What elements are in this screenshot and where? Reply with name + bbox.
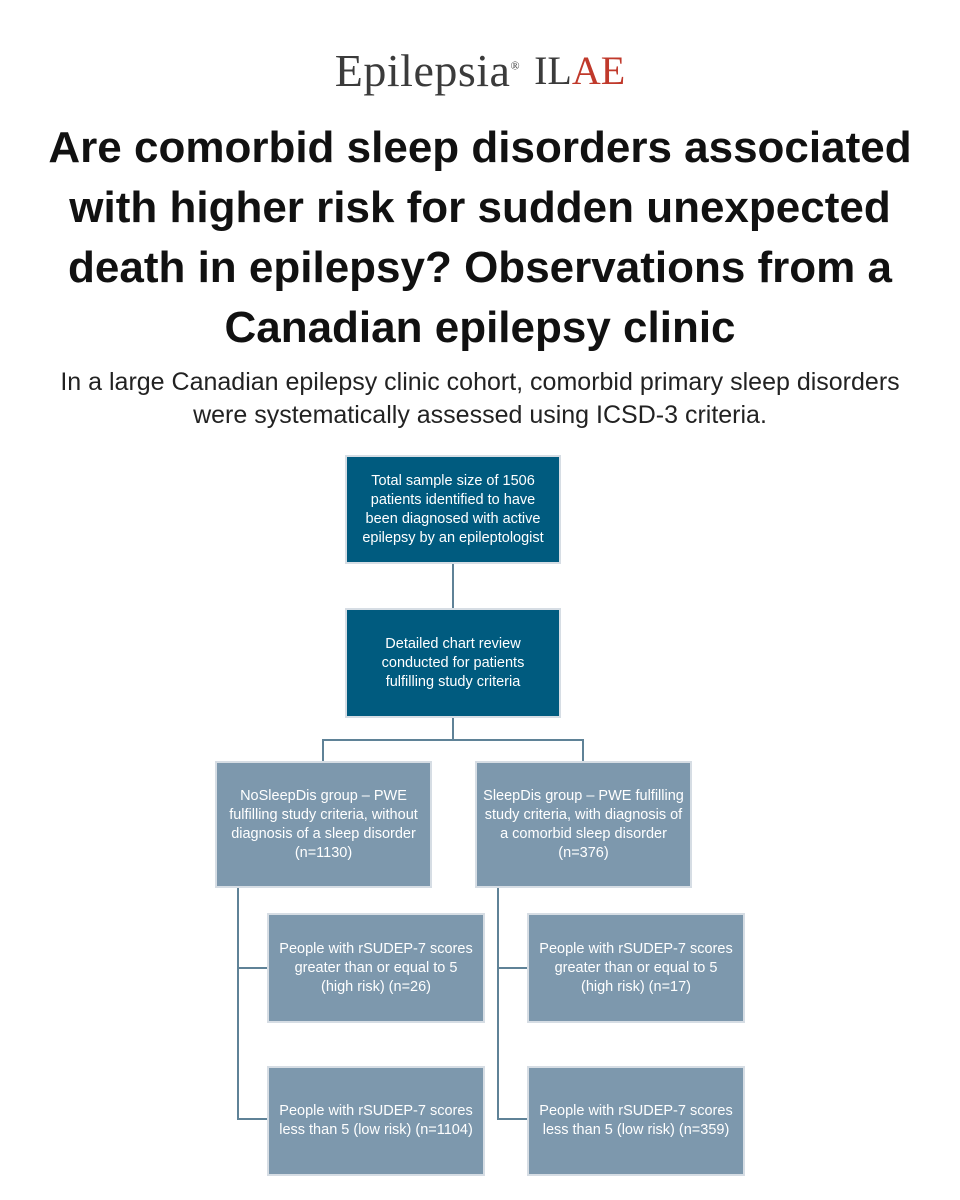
- connector-right-trunk: [497, 886, 499, 1120]
- connector-split-left: [322, 739, 324, 763]
- chart-review-text: Detailed chart review conducted for pati…: [381, 635, 525, 690]
- connector-right-high: [497, 967, 529, 969]
- sleep-high-risk-text: People with rSUDEP-7 scores greater than…: [539, 940, 733, 995]
- total-sample-text: Total sample size of 1506 patients ident…: [362, 472, 544, 546]
- sleep-dis-group-box: SleepDis group – PWE fulfilling study cr…: [475, 761, 692, 888]
- connector-total-review: [452, 562, 454, 610]
- page-subtitle: In a large Canadian epilepsy clinic coho…: [60, 368, 900, 429]
- sleep-low-risk-text: People with rSUDEP-7 scores less than 5 …: [539, 1103, 733, 1138]
- epilepsia-text: Epilepsia: [334, 45, 511, 96]
- sleep-low-risk-box: People with rSUDEP-7 scores less than 5 …: [527, 1066, 745, 1176]
- connector-split-horizontal: [322, 739, 584, 741]
- no-sleep-dis-group-text: NoSleepDis group – PWE fulfilling study …: [229, 787, 418, 861]
- connector-split-right: [582, 739, 584, 763]
- no-sleep-high-risk-box: People with rSUDEP-7 scores greater than…: [267, 913, 485, 1023]
- registered-mark: ®: [510, 58, 521, 73]
- epilepsia-wordmark: Epilepsia®: [335, 44, 520, 97]
- connector-right-low: [497, 1118, 529, 1120]
- no-sleep-low-risk-text: People with rSUDEP-7 scores less than 5 …: [279, 1103, 473, 1138]
- connector-review-split: [452, 716, 454, 740]
- sleep-dis-group-text: SleepDis group – PWE fulfilling study cr…: [483, 787, 684, 861]
- no-sleep-dis-group-box: NoSleepDis group – PWE fulfilling study …: [215, 761, 432, 888]
- no-sleep-low-risk-box: People with rSUDEP-7 scores less than 5 …: [267, 1066, 485, 1176]
- total-sample-box: Total sample size of 1506 patients ident…: [345, 455, 561, 564]
- page-title: Are comorbid sleep disorders associated …: [48, 123, 912, 352]
- no-sleep-high-risk-text: People with rSUDEP-7 scores greater than…: [279, 940, 473, 995]
- sleep-high-risk-box: People with rSUDEP-7 scores greater than…: [527, 913, 745, 1023]
- connector-left-low: [237, 1118, 269, 1120]
- ilae-logo-part2: AE: [571, 48, 626, 93]
- ilae-logo-part1: IL: [534, 48, 572, 93]
- connector-left-trunk: [237, 886, 239, 1120]
- chart-review-box: Detailed chart review conducted for pati…: [345, 608, 561, 718]
- connector-left-high: [237, 967, 269, 969]
